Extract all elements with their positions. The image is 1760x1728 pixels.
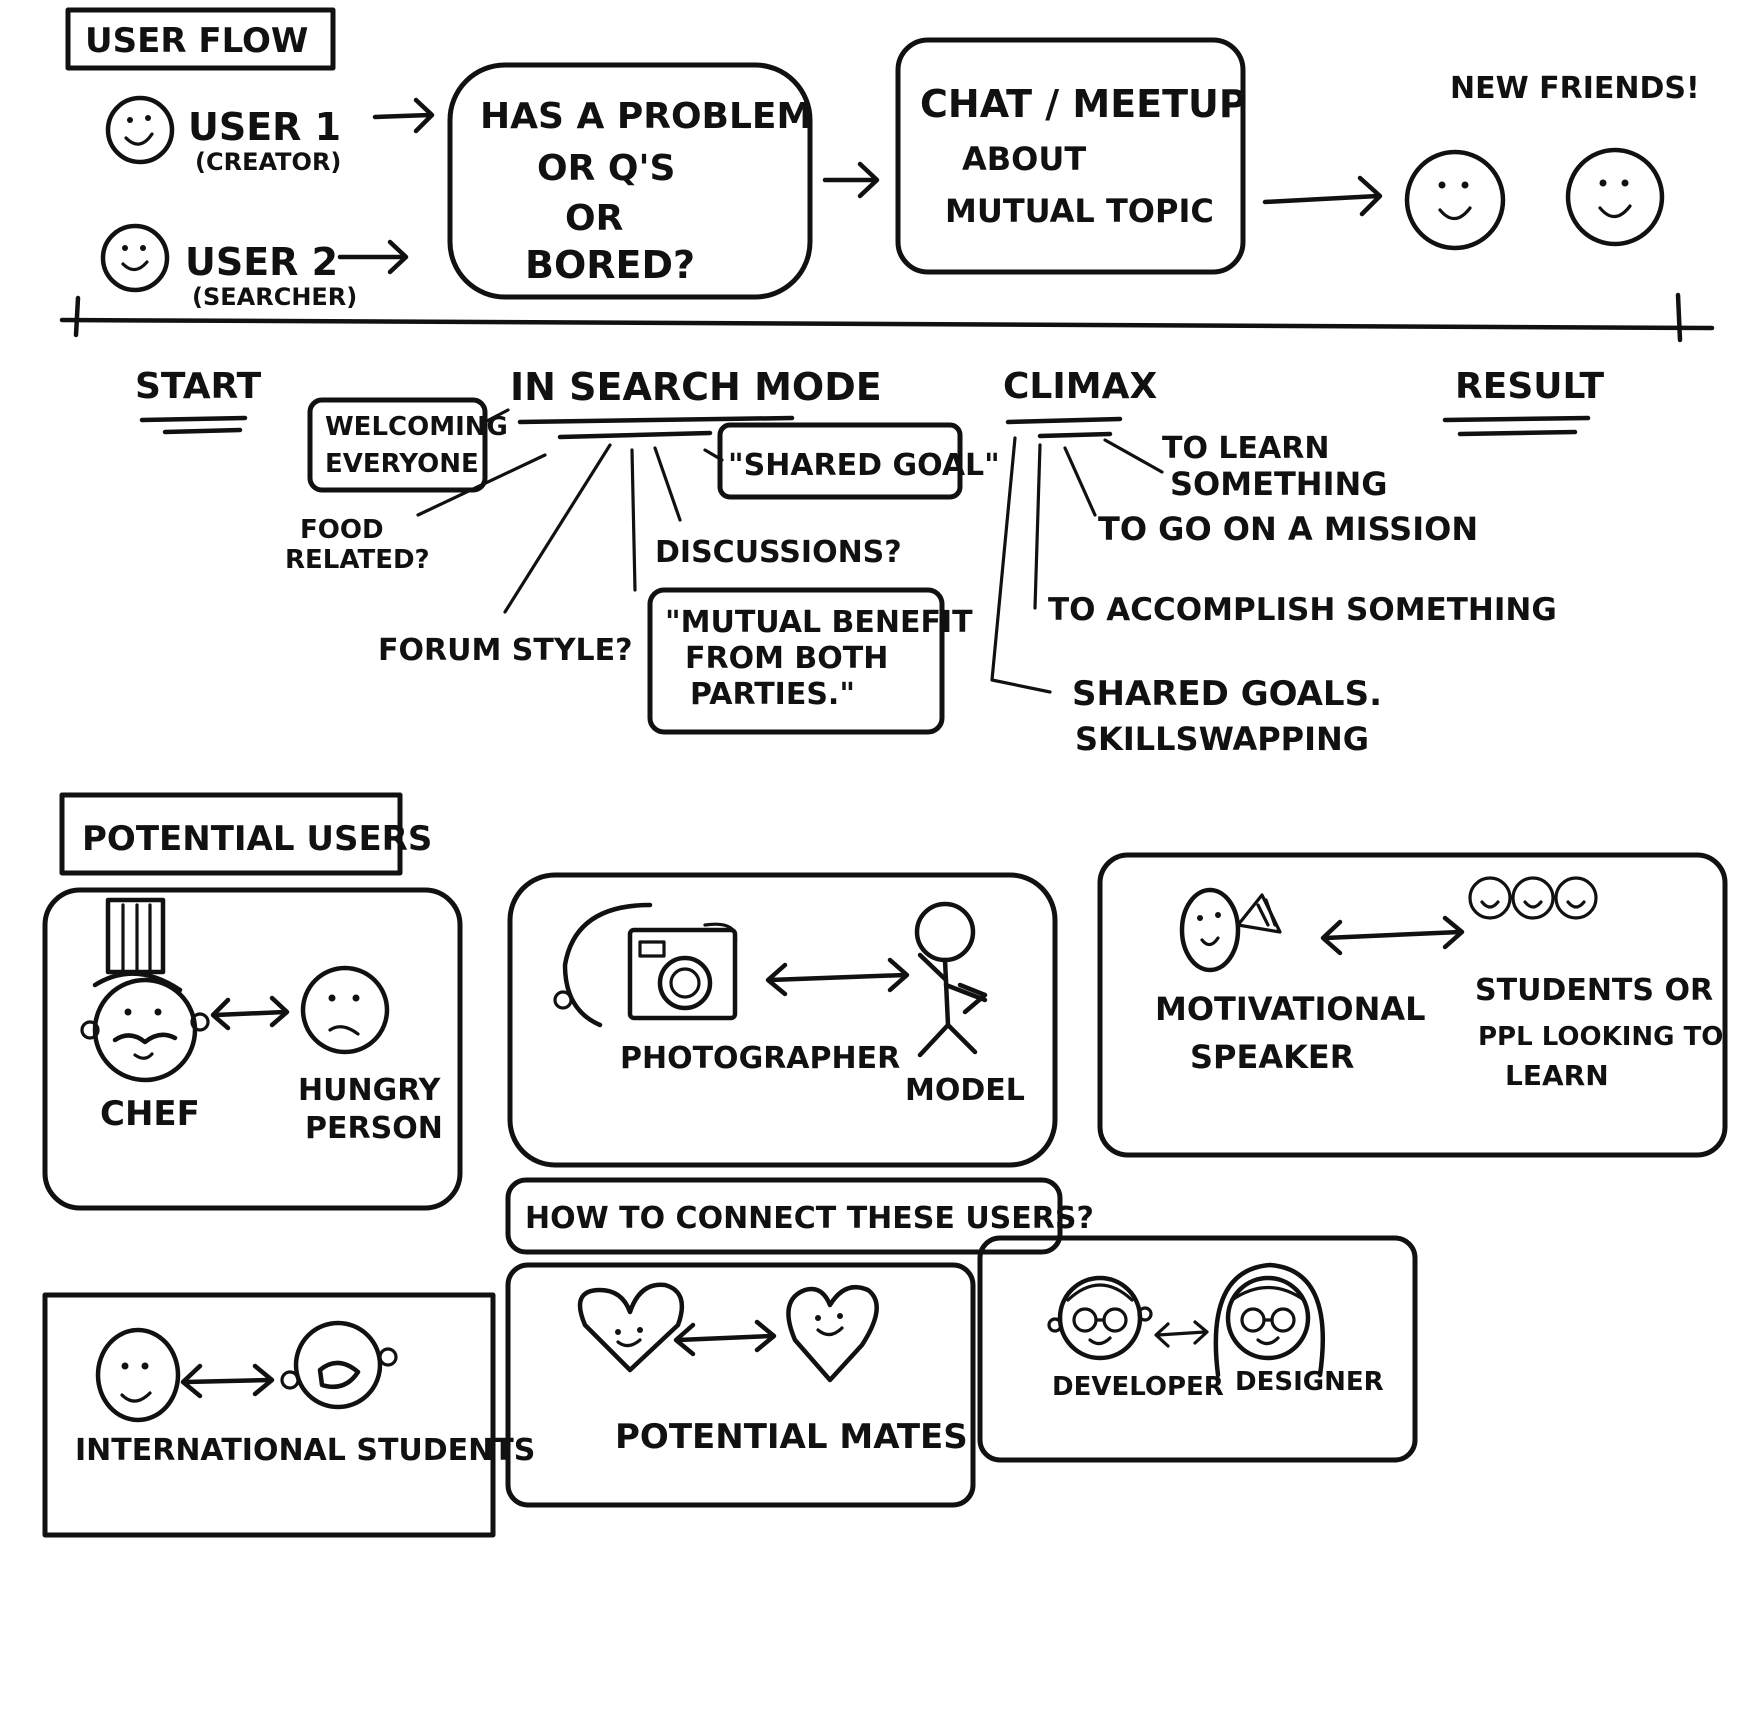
intl-students-label: INTERNATIONAL STUDENTS bbox=[75, 1433, 535, 1468]
speaker-line-1: MOTIVATIONAL bbox=[1155, 990, 1426, 1028]
problem-line-1: HAS A PROBLEM bbox=[480, 96, 812, 137]
timeline-axis bbox=[59, 317, 1715, 331]
heart-icon bbox=[786, 1284, 879, 1383]
forum-label: FORUM STYLE? bbox=[378, 633, 633, 668]
double-arrow-icon bbox=[1320, 915, 1465, 956]
user-flow-section: USER FLOW USER 1 (CREATOR) USER 2 (SEARC… bbox=[65, 7, 1700, 311]
climax-accomplish: TO ACCOMPLISH SOMETHING bbox=[1048, 592, 1557, 628]
model-stick-figure-icon bbox=[914, 901, 988, 1058]
welcoming-line-1: WELCOMING bbox=[325, 412, 508, 442]
developer-designer-card bbox=[977, 1235, 1418, 1463]
double-arrow-icon bbox=[673, 1319, 777, 1357]
hungry-face-icon bbox=[300, 965, 390, 1055]
user1-arrow-icon bbox=[372, 97, 435, 134]
problem-line-4: BORED? bbox=[525, 243, 695, 287]
timeline-start-label: START bbox=[135, 366, 262, 407]
climax-shared-line-2: SKILLSWAPPING bbox=[1075, 720, 1369, 758]
user2-smiley-icon bbox=[100, 223, 170, 293]
speaker-line-2: SPEAKER bbox=[1190, 1038, 1354, 1076]
double-arrow-icon bbox=[180, 1363, 275, 1399]
flow-arrow-icon bbox=[822, 161, 880, 199]
discussions-label: DISCUSSIONS? bbox=[655, 535, 902, 570]
chef-icon bbox=[80, 897, 210, 1083]
problem-line-2: OR Q'S bbox=[537, 148, 675, 189]
megaphone-icon bbox=[1236, 893, 1282, 934]
intl-students-card bbox=[42, 1292, 496, 1538]
student-face-icon bbox=[280, 1320, 398, 1410]
speaker-face-icon bbox=[1179, 887, 1241, 973]
designer-label: DESIGNER bbox=[1235, 1367, 1384, 1397]
mutual-line-2: FROM BOTH bbox=[685, 641, 888, 676]
designer-face-icon bbox=[1213, 1262, 1325, 1378]
climax-label: CLIMAX bbox=[1003, 366, 1157, 407]
double-arrow-icon bbox=[210, 995, 290, 1031]
user-flow-heading-box bbox=[65, 7, 336, 71]
potential-mates-card bbox=[505, 1262, 976, 1508]
friend-smiley-icon bbox=[1565, 147, 1665, 247]
user1-smiley-icon bbox=[105, 95, 175, 165]
user1-label: USER 1 bbox=[188, 105, 341, 149]
climax-learn-line-2: SOMETHING bbox=[1170, 465, 1388, 503]
chat-box bbox=[895, 37, 1246, 275]
hungry-line-2: PERSON bbox=[305, 1111, 443, 1146]
mutual-line-1: "MUTUAL BENEFIT bbox=[665, 605, 973, 640]
chef-hungry-card bbox=[42, 887, 463, 1211]
photographer-model-card bbox=[507, 872, 1058, 1168]
new-friends-label: NEW FRIENDS! bbox=[1450, 71, 1700, 106]
welcoming-line-2: EVERYONE bbox=[325, 449, 479, 479]
chef-label: CHEF bbox=[100, 1094, 200, 1134]
mutual-line-3: PARTIES." bbox=[690, 677, 855, 712]
search-mode-label: IN SEARCH MODE bbox=[510, 365, 882, 409]
heart-icon bbox=[577, 1282, 685, 1373]
connect-question-box bbox=[505, 1177, 1063, 1255]
speaker-students-card bbox=[1097, 852, 1728, 1158]
food-line-1: FOOD bbox=[300, 515, 384, 545]
user2-role: (SEARCHER) bbox=[192, 283, 357, 311]
problem-line-3: OR bbox=[565, 198, 623, 239]
welcoming-box bbox=[307, 397, 488, 493]
potential-users-heading-box bbox=[59, 792, 403, 876]
friend-smiley-icon bbox=[1404, 149, 1506, 251]
students-line-3: LEARN bbox=[1505, 1059, 1609, 1092]
chat-line-2: ABOUT bbox=[962, 140, 1086, 178]
hungry-line-1: HUNGRY bbox=[298, 1073, 442, 1108]
photographer-label: PHOTOGRAPHER bbox=[620, 1041, 900, 1076]
mutual-benefit-box bbox=[647, 587, 945, 735]
user-flow-heading: USER FLOW bbox=[85, 21, 308, 61]
timeline-section: START IN SEARCH MODE WELCOMING EVERYONE … bbox=[59, 292, 1715, 758]
user2-arrow-icon bbox=[337, 239, 409, 275]
climax-mission: TO GO ON A MISSION bbox=[1098, 510, 1478, 548]
developer-face-icon bbox=[1047, 1275, 1153, 1361]
camera-icon bbox=[553, 902, 738, 1028]
double-arrow-icon bbox=[765, 957, 910, 997]
problem-box bbox=[447, 62, 813, 300]
chat-line-1: CHAT / MEETUP bbox=[920, 82, 1247, 126]
food-line-2: RELATED? bbox=[285, 545, 430, 575]
user1-role: (CREATOR) bbox=[195, 148, 341, 176]
chat-line-3: MUTUAL TOPIC bbox=[945, 192, 1214, 230]
double-arrow-icon bbox=[1154, 1320, 1209, 1348]
students-line-1: STUDENTS OR bbox=[1475, 973, 1713, 1008]
user2-label: USER 2 bbox=[185, 240, 338, 284]
potential-mates-label: POTENTIAL MATES bbox=[615, 1417, 968, 1457]
shared-goal-box bbox=[717, 422, 963, 500]
developer-label: DEVELOPER bbox=[1052, 1372, 1224, 1402]
timeline-result-label: RESULT bbox=[1455, 366, 1604, 407]
model-label: MODEL bbox=[905, 1073, 1025, 1108]
climax-shared-line-1: SHARED GOALS. bbox=[1072, 674, 1382, 714]
climax-learn-line-1: TO LEARN bbox=[1162, 431, 1329, 466]
connect-question: HOW TO CONNECT THESE USERS? bbox=[525, 1201, 1094, 1236]
shared-goal-label: "SHARED GOAL" bbox=[728, 448, 1000, 483]
result-arrow-icon bbox=[1262, 175, 1383, 217]
potential-users-section: POTENTIAL USERS CHEF HUNGRY bbox=[42, 792, 1728, 1538]
students-line-2: PPL LOOKING TO bbox=[1478, 1022, 1723, 1052]
students-faces-icon bbox=[1468, 876, 1598, 920]
student-face-icon bbox=[95, 1327, 181, 1423]
potential-users-heading: POTENTIAL USERS bbox=[82, 819, 432, 859]
